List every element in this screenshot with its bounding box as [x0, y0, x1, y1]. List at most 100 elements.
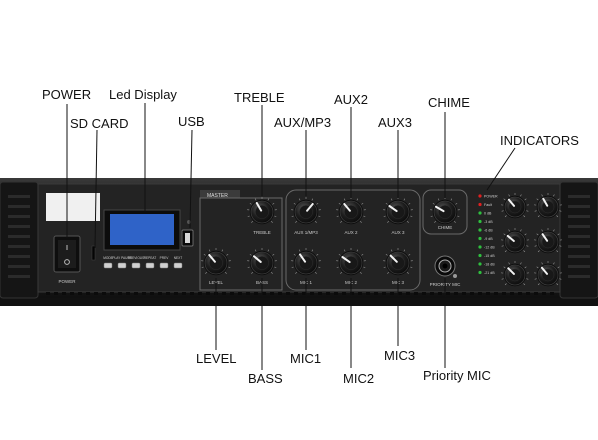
perforation-slot: [518, 292, 522, 295]
indicator-label: POWER: [484, 195, 498, 199]
perforation-slot: [430, 292, 434, 295]
callout-chime: CHIME: [428, 96, 470, 109]
knob-label-aux2: AUX 2: [344, 230, 358, 235]
perforation-slot: [534, 292, 538, 295]
indicator-label: -9 dB: [484, 237, 493, 241]
jack-release-tab-icon: [453, 274, 457, 278]
perforation-slot: [390, 292, 394, 295]
player-button-label: NEXT: [174, 256, 183, 260]
perforation-slot: [54, 292, 58, 295]
indicator-led: [478, 203, 481, 206]
indicator-label: -15 dB: [484, 254, 495, 258]
usb-port[interactable]: [182, 230, 193, 246]
perforation-slot: [262, 292, 266, 295]
indicator-label: -3 dB: [484, 220, 493, 224]
perforation-slot: [366, 292, 370, 295]
perforation-slot: [246, 292, 250, 295]
perforation-slot: [222, 292, 226, 295]
chassis-bottom-lip: [0, 298, 598, 306]
indicator-led: [478, 262, 481, 265]
perforation-slot: [438, 292, 442, 295]
power-switch-label: POWER: [58, 279, 76, 284]
led-display-screen: [110, 214, 174, 245]
callout-mic3: MIC3: [384, 349, 415, 362]
knob-label-aux-mp3: AUX 1/MP3: [294, 230, 318, 235]
player-button[interactable]: [160, 263, 168, 268]
perforation-slot: [374, 292, 378, 295]
callout-treble: TREBLE: [234, 91, 285, 104]
indicator-led: [478, 228, 481, 231]
indicator-label: -18 dB: [484, 263, 495, 267]
right-vent-slots: [568, 195, 590, 278]
indicator-label: Fault: [484, 203, 492, 207]
perforation-slot: [150, 292, 154, 295]
player-button[interactable]: [132, 263, 140, 268]
perforation-slot: [414, 292, 418, 295]
perforation-slot: [206, 292, 210, 295]
knob-label-aux3: AUX 3: [391, 230, 405, 235]
perforation-slot: [454, 292, 458, 295]
perforation-slot: [342, 292, 346, 295]
perforation-slot: [334, 292, 338, 295]
left-vent-slots: [8, 195, 30, 278]
perforation-slot: [446, 292, 450, 295]
callout-power: POWER: [42, 88, 91, 101]
perforation-slot: [182, 292, 186, 295]
callout-priority-mic: Priority MIC: [423, 369, 491, 382]
knob-label-chime: CHIME: [438, 225, 453, 230]
perforation-slot: [302, 292, 306, 295]
sd-card-slot[interactable]: [92, 246, 95, 260]
indicator-led: [478, 211, 481, 214]
perforation-slot: [78, 292, 82, 295]
perforation-slot: [310, 292, 314, 295]
callout-bass: BASS: [248, 372, 283, 385]
perforation-slot: [422, 292, 426, 295]
indicator-led: [478, 194, 481, 197]
callout-aux3: AUX3: [378, 116, 412, 129]
perforation-slot: [286, 292, 290, 295]
indicator-led: [478, 271, 481, 274]
perforation-slot: [238, 292, 242, 295]
perforation-slot: [326, 292, 330, 295]
perforation-slot: [510, 292, 514, 295]
perforation-slot: [494, 292, 498, 295]
indicator-led: [478, 254, 481, 257]
perforation-slot: [110, 292, 114, 295]
indicator-label: 0 dB: [484, 212, 492, 216]
callout-led-display: Led Display: [109, 88, 177, 101]
perforation-slot: [398, 292, 402, 295]
perforation-slot: [318, 292, 322, 295]
power-switch[interactable]: [54, 236, 80, 272]
player-button[interactable]: [174, 263, 182, 268]
player-button[interactable]: [118, 263, 126, 268]
callout-usb: USB: [178, 115, 205, 128]
priority-mic-jack[interactable]: [435, 256, 455, 276]
perforation-slot: [134, 292, 138, 295]
perforation-slot: [270, 292, 274, 295]
indicator-label: -21 dB: [484, 271, 495, 275]
callout-mic1: MIC1: [290, 352, 321, 365]
indicator-led: [478, 237, 481, 240]
left-rack-ear: [0, 182, 38, 298]
callout-mic2: MIC2: [343, 372, 374, 385]
player-button[interactable]: [104, 263, 112, 268]
player-button-label: PREV: [160, 256, 170, 260]
perforation-slot: [358, 292, 362, 295]
perforation-slot: [86, 292, 90, 295]
perforation-slot: [166, 292, 170, 295]
callout-indicators: INDICATORS: [500, 134, 579, 147]
perforation-slot: [382, 292, 386, 295]
perforation-slot: [462, 292, 466, 295]
player-button[interactable]: [146, 263, 154, 268]
perforation-slot: [190, 292, 194, 295]
perforation-slot: [142, 292, 146, 295]
perforation-slot: [102, 292, 106, 295]
player-button-label: REPEAT: [144, 256, 157, 260]
indicator-label: -12 dB: [484, 246, 495, 250]
perforation-slot: [70, 292, 74, 295]
perforation-slot: [550, 292, 554, 295]
perforation-slot: [62, 292, 66, 295]
perforation-slot: [126, 292, 130, 295]
perforation-slot: [526, 292, 530, 295]
